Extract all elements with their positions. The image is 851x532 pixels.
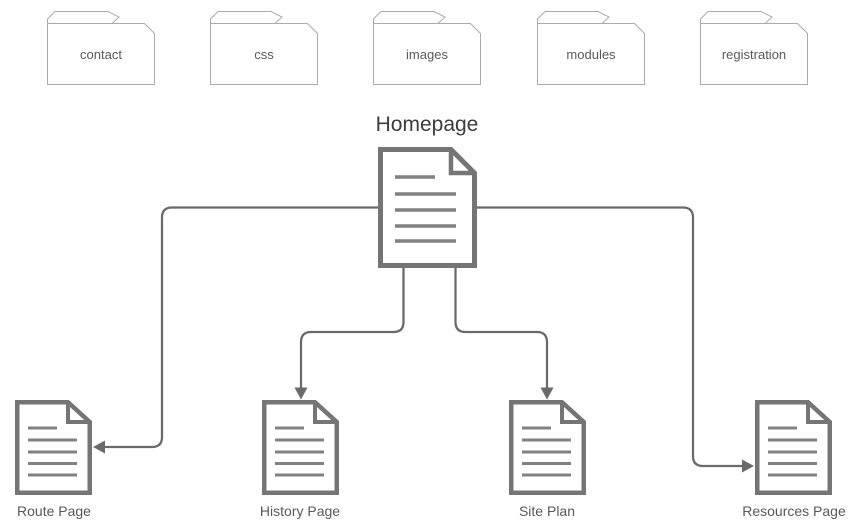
folder-modules[interactable]: modules	[537, 9, 645, 85]
folder-label: images	[406, 46, 448, 62]
folder-icon	[47, 11, 155, 85]
folder-icon	[373, 11, 481, 85]
document-icon	[15, 400, 92, 495]
connector-homepage-to-site-plan[interactable]	[454, 268, 554, 400]
arrowhead-right	[742, 459, 754, 473]
folder-label: modules	[566, 46, 616, 62]
folder-contact[interactable]: contact	[47, 9, 155, 85]
route-page-label: Route Page	[17, 503, 91, 519]
folder-registration[interactable]: registration	[700, 9, 808, 85]
document-icon	[378, 147, 477, 268]
folder-label: css	[254, 46, 274, 62]
folder-label: registration	[721, 46, 787, 62]
connector-homepage-to-route-page[interactable]	[93, 206, 378, 454]
resources-page-document[interactable]	[755, 400, 832, 495]
homepage-document[interactable]	[378, 147, 477, 268]
homepage-title: Homepage	[375, 113, 479, 136]
folder-icon	[210, 11, 318, 85]
site-plan-document[interactable]	[509, 400, 586, 495]
folder-css[interactable]: css	[210, 9, 318, 85]
connector-homepage-to-resources-page[interactable]	[477, 206, 754, 473]
folder-icon	[537, 11, 645, 85]
resources-page-label: Resources Page	[742, 503, 846, 519]
folder-label: contact	[80, 46, 122, 62]
document-icon	[262, 400, 339, 495]
route-page-document[interactable]	[15, 400, 92, 495]
arrowhead-down	[294, 387, 308, 400]
site-plan-label: Site Plan	[518, 503, 576, 519]
history-page-document[interactable]	[262, 400, 339, 495]
folder-images[interactable]: images	[373, 9, 481, 85]
history-page-label: History Page	[259, 503, 341, 519]
document-icon	[509, 400, 586, 495]
connector-homepage-to-history-page[interactable]	[294, 268, 405, 400]
document-icon	[755, 400, 832, 495]
arrowhead-down	[540, 387, 554, 400]
folder-icon	[700, 11, 808, 85]
arrowhead-left	[93, 440, 105, 454]
